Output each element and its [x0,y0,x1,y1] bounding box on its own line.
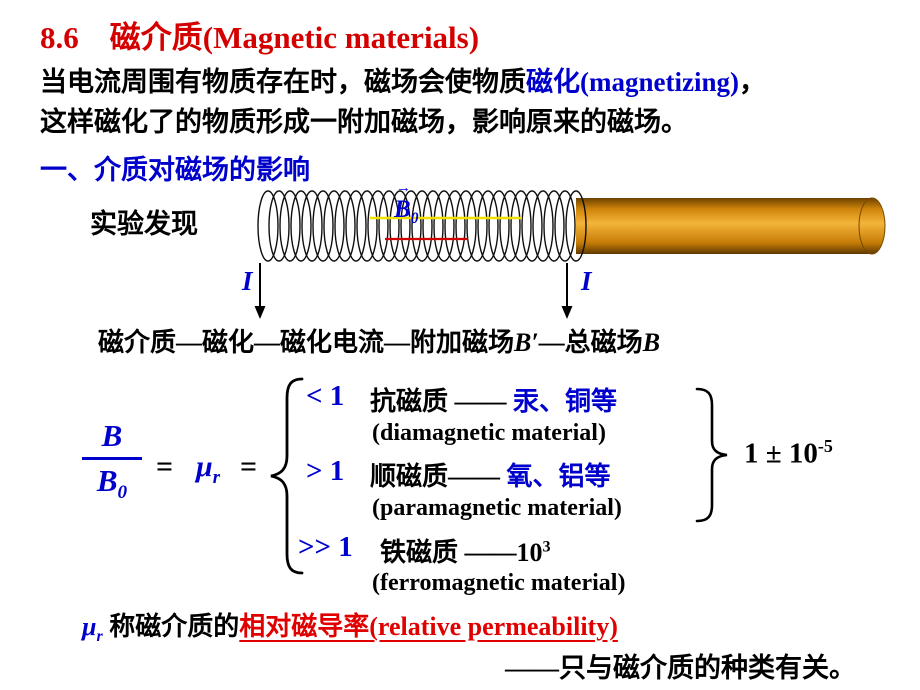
process-chain: 磁介质—磁化—磁化电流—附加磁场B′—总磁场B [98,322,660,359]
range-value: 1 ± 10-5 [744,436,833,471]
case-ferromagnetic-label: 铁磁质 —— [380,538,517,567]
case-paramagnetic-english: (paramagnetic material) [372,495,622,521]
footer-red-text: 相对磁导率(relative permeability) [239,612,618,641]
relative-permeability-line: μr 称磁介质的相对磁导率(relative permeability) [82,606,618,646]
case-ferromagnetic-value: 10 [516,538,543,567]
case-paramagnetic-label: 顺磁质—— [370,462,507,491]
experiment-label: 实验发现 [90,209,198,239]
range-base: 1 ± 10 [744,437,818,470]
intro-line2: 这样磁化了的物质形成一附加磁场，影响原来的磁场。 [40,107,688,137]
denominator-subscript: 0 [117,482,128,504]
b0-letter: B [394,196,411,223]
solenoid-diagram [254,190,886,319]
range-exponent: -5 [817,436,833,456]
solenoid-coil [257,190,587,262]
current-arrow-left [254,263,266,319]
case-ferromagnetic-english: (ferromagnetic material) [372,570,626,596]
mu-r-symbol: μr [196,450,220,489]
case-diamagnetic-label: 抗磁质 —— [370,387,514,416]
footer-black-text: 称磁介质的 [102,612,240,641]
fraction-b-over-b0: B B0 [80,418,144,511]
intro-line1-black: 当电流周围有物质存在时，磁场会使物质 [40,67,526,97]
iron-rod [576,197,886,255]
denominator-letter: B [96,463,118,498]
fraction-denominator: B0 [80,463,144,511]
footer-last-line: ——只与磁介质的种类有关。 [505,653,856,683]
current-label-left: I [242,266,253,296]
footer-mu-subscript: r [96,628,103,646]
footer-mu-letter: μ [82,612,97,641]
case-diamagnetic: 抗磁质 —— 汞、铜等 [370,381,617,418]
chain-part1: 磁介质—磁化—磁化电流—附加磁场 [98,328,515,357]
chain-b: B [642,328,661,357]
case-diamagnetic-examples: 汞、铜等 [513,387,618,416]
chain-part2: —总磁场 [538,328,643,357]
case-diamagnetic-english: (diamagnetic material) [372,420,606,446]
intro-line1-blue: 磁化(magnetizing) [526,67,739,97]
current-arrow-right [561,263,573,319]
fraction-numerator: B [101,418,123,453]
current-label-right: I [581,266,592,296]
mu-letter: μ [196,450,213,483]
intro-line1: 当电流周围有物质存在时，磁场会使物质磁化(magnetizing)， [40,60,766,99]
case-paramagnetic: 顺磁质—— 氧、铝等 [370,456,611,493]
condition-ferromagnetic: >> 1 [298,531,353,563]
case-paramagnetic-examples: 氧、铝等 [506,462,611,491]
vector-arrow-icon: → [396,180,411,196]
equals-sign-1: = [156,450,174,483]
mu-subscript: r [212,467,220,488]
left-brace [270,377,304,575]
intro-line1-tail: ， [738,67,766,97]
page-title: 8.6 磁介质(Magnetic materials) [40,20,480,55]
chain-b-prime: B′ [514,328,539,357]
b0-field-label: →B0 [394,180,419,228]
condition-diamagnetic: < 1 [306,380,345,412]
fraction-bar [82,457,142,460]
equals-sign-2: = [240,450,258,483]
case-ferromagnetic: 铁磁质 ——103 [380,532,551,569]
case-ferromagnetic-exponent: 3 [542,538,551,556]
condition-paramagnetic: > 1 [306,455,345,487]
b0-subscript: 0 [410,210,419,227]
right-brace [695,387,728,523]
section-heading: 一、介质对磁场的影响 [40,155,310,185]
